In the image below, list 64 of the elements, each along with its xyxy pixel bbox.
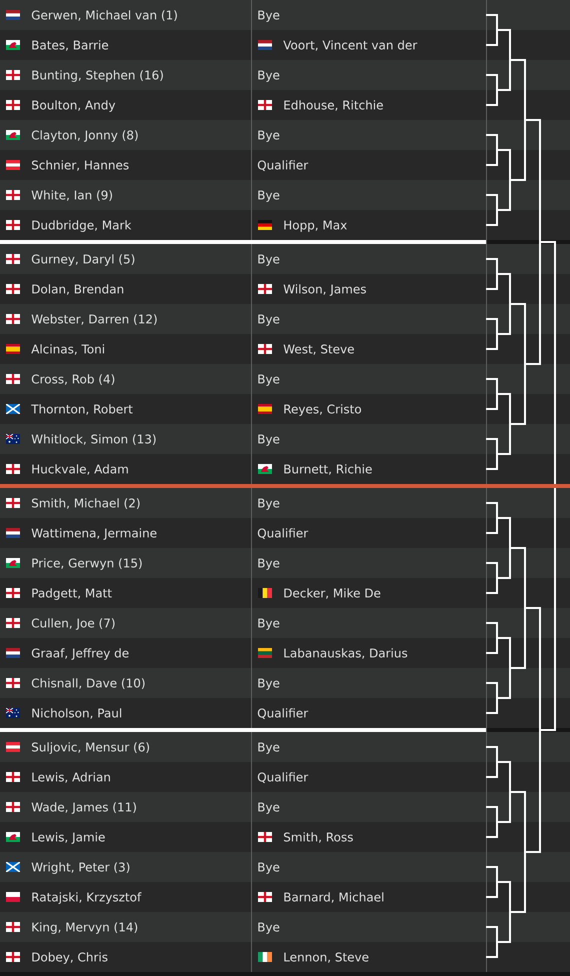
player-name: Barnard, Michael: [284, 892, 384, 903]
player-name: Decker, Mike De: [284, 588, 380, 599]
player-name: Dudbridge, Mark: [32, 220, 132, 232]
player-name: Reyes, Cristo: [284, 404, 362, 416]
player-name: Price, Gerwyn (15): [32, 558, 142, 570]
player-name: Clayton, Jonny (8): [32, 130, 138, 142]
placeholder-text: Bye: [258, 130, 280, 142]
player-name: Boulton, Andy: [32, 100, 116, 112]
player-name: Cullen, Joe (7): [32, 618, 114, 630]
player-name: Wattimena, Jermaine: [32, 528, 156, 540]
player-name: White, Ian (9): [32, 190, 112, 201]
placeholder-text: Qualifier: [258, 528, 308, 539]
placeholder-text: Bye: [258, 498, 280, 510]
placeholder-text: Bye: [258, 190, 280, 202]
player-name: Suljovic, Mensur (6): [32, 742, 150, 754]
placeholder-text: Qualifier: [258, 772, 308, 783]
placeholder-text: Bye: [258, 374, 280, 386]
placeholder-text: Qualifier: [258, 160, 308, 171]
player-name: Alcinas, Toni: [31, 344, 104, 355]
player-name: Dolan, Brendan: [32, 284, 124, 295]
placeholder-text: Bye: [258, 618, 280, 630]
player-name: Huckvale, Adam: [32, 464, 128, 475]
player-name: West, Steve: [284, 344, 354, 355]
player-name: Schnier, Hannes: [32, 160, 129, 171]
placeholder-text: Bye: [258, 70, 280, 82]
player-name: Webster, Darren (12): [32, 314, 157, 325]
player-name: Nicholson, Paul: [32, 708, 122, 719]
player-name: Gurney, Daryl (5): [32, 254, 134, 266]
player-name: King, Mervyn (14): [32, 922, 138, 934]
player-name: Cross, Rob (4): [32, 374, 114, 385]
placeholder-text: Bye: [258, 558, 280, 570]
player-name: Wade, James (11): [32, 802, 136, 814]
player-name: Thornton, Robert: [31, 404, 133, 415]
player-name: Labanauskas, Darius: [284, 648, 408, 659]
player-name: Burnett, Richie: [284, 464, 372, 475]
placeholder-text: Bye: [258, 434, 280, 446]
placeholder-text: Qualifier: [258, 708, 308, 719]
player-name: Voort, Vincent van der: [283, 40, 418, 51]
player-name: Padgett, Matt: [32, 588, 112, 600]
placeholder-text: Bye: [258, 802, 280, 814]
placeholder-text: Bye: [258, 254, 280, 266]
player-name: Chisnall, Dave (10): [32, 678, 145, 689]
player-name: Smith, Ross: [284, 832, 353, 843]
player-name: Bunting, Stephen (16): [32, 70, 163, 82]
player-name: Whitlock, Simon (13): [32, 434, 156, 445]
player-name: Gerwen, Michael van (1): [32, 10, 177, 21]
placeholder-text: Bye: [258, 678, 280, 690]
placeholder-text: Bye: [258, 314, 280, 326]
placeholder-text: Bye: [258, 922, 280, 934]
player-name: Wright, Peter (3): [32, 862, 130, 874]
player-name: Smith, Michael (2): [32, 498, 140, 509]
placeholder-text: Bye: [258, 862, 280, 874]
player-name: Lewis, Adrian: [32, 772, 110, 783]
player-name: Edhouse, Ritchie: [284, 100, 383, 111]
player-name: Bates, Barrie: [32, 40, 108, 51]
player-name: Wilson, James: [284, 284, 366, 296]
player-name: Ratajski, Krzysztof: [32, 892, 142, 904]
player-name: Hopp, Max: [284, 220, 347, 232]
player-name: Dobey, Chris: [32, 952, 108, 964]
player-name: Lennon, Steve: [284, 952, 368, 963]
player-name: Graaf, Jeffrey de: [32, 648, 128, 660]
placeholder-text: Bye: [258, 742, 280, 754]
player-name: Lewis, Jamie: [32, 832, 105, 844]
placeholder-text: Bye: [258, 10, 280, 22]
